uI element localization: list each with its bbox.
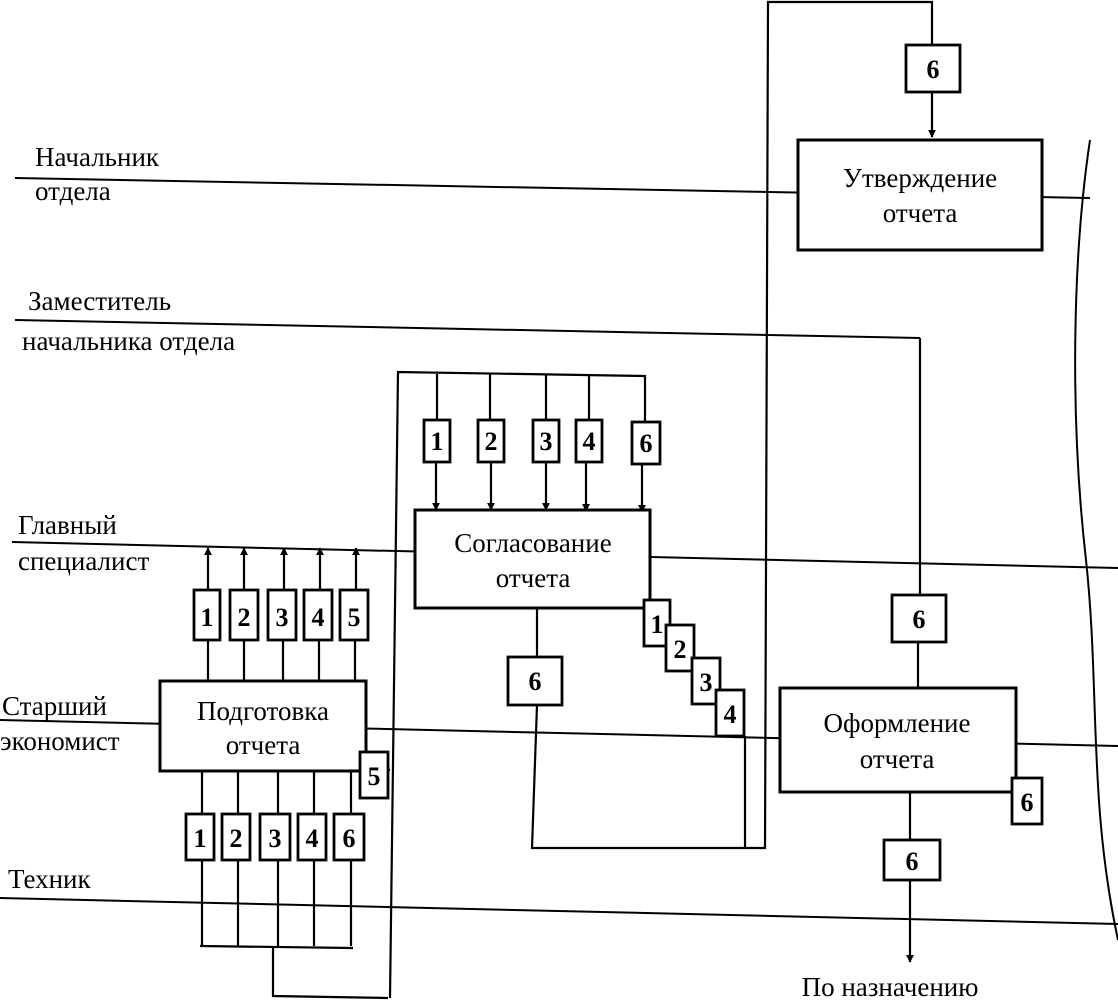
- process-format-line2: отчета: [860, 744, 935, 774]
- process-prepare: Подготовка отчета: [158, 679, 368, 773]
- doc-coord-side-2: 2: [664, 623, 696, 673]
- doc-coord-in-3: 3: [531, 418, 561, 464]
- doc-coord-in-4-label: 4: [583, 427, 596, 456]
- destination-label: По назначению: [802, 972, 979, 1002]
- doc-prep-in-4: 4: [296, 812, 328, 862]
- lane-label-economist-line1: Старший: [2, 691, 107, 721]
- doc-coord-side-1: 1: [642, 598, 672, 648]
- process-prepare-line2: отчета: [226, 730, 301, 760]
- doc-coord-side-4: 4: [714, 688, 746, 738]
- doc-prep-in-2: 2: [220, 812, 252, 862]
- doc-coord-in-6: 6: [630, 420, 662, 466]
- doc-top-in-label: 6: [927, 55, 940, 84]
- process-coordinate-line2: отчета: [496, 563, 571, 593]
- doc-prep-in-4-label: 4: [306, 824, 319, 853]
- process-coordinate: Согласование отчета: [413, 508, 652, 610]
- lane-label-specialist-line1: Главный: [18, 510, 117, 540]
- doc-prep-out-1: 1: [192, 588, 222, 642]
- doc-coord-in-2-label: 2: [485, 427, 498, 456]
- process-format-line1: Оформление: [823, 708, 970, 738]
- doc-prep-out-4: 4: [302, 588, 334, 642]
- lane-label-specialist-line2: специалист: [18, 546, 149, 576]
- process-prepare-line1: Подготовка: [197, 696, 329, 726]
- doc-format-out: 6: [882, 838, 942, 882]
- doc-coord-in-3-label: 3: [540, 427, 553, 456]
- lane-label-deputy-line2: начальника отдела: [22, 326, 235, 356]
- doc-coord-in-1-label: 1: [431, 427, 444, 456]
- doc-prep-in-1: 1: [184, 812, 216, 862]
- doc-prep-in-3: 3: [258, 812, 292, 862]
- doc-prep-side-label: 5: [368, 762, 381, 791]
- process-coordinate-line1: Согласование: [454, 528, 611, 558]
- doc-prep-out-4-label: 4: [312, 603, 325, 632]
- doc-prep-out-5: 5: [338, 588, 370, 642]
- doc-format-side: 6: [1010, 776, 1044, 826]
- right-boundary: [1074, 139, 1118, 941]
- doc-prep-in-3-label: 3: [269, 824, 282, 853]
- process-approve-line2: отчета: [883, 198, 958, 228]
- process-format: Оформление отчета: [778, 686, 1018, 794]
- doc-right-in: 6: [890, 593, 948, 644]
- lane-labels: Начальник отдела Заместитель начальника …: [0, 142, 235, 894]
- process-approve: Утверждение отчета: [796, 138, 1044, 252]
- doc-coord-side-3-label: 3: [700, 668, 713, 697]
- doc-coord-side-1-label: 1: [651, 610, 664, 639]
- doc-prep-in-6: 6: [332, 812, 366, 862]
- doc-prep-in-2-label: 2: [230, 824, 243, 853]
- doc-coord-side-2-label: 2: [674, 635, 687, 664]
- process-approve-line1: Утверждение: [843, 163, 997, 193]
- doc-coord-in-6-label: 6: [640, 429, 653, 458]
- doc-coord-in-2: 2: [476, 418, 506, 464]
- doc-coord-in-4: 4: [574, 418, 604, 464]
- doc-prep-out-5-label: 5: [348, 603, 361, 632]
- lane-label-economist-line2: экономист: [0, 726, 120, 756]
- lane-label-head-line1: Начальник: [35, 142, 160, 172]
- lane-label-deputy-line1: Заместитель: [28, 286, 171, 316]
- doc-format-out-label: 6: [906, 847, 919, 876]
- doc-coord-side-4-label: 4: [724, 700, 737, 729]
- flow-lines: [199, 0, 936, 1000]
- lane-label-head-line2: отдела: [35, 176, 111, 206]
- doc-coord-in-1: 1: [422, 418, 452, 464]
- doc-prep-out-3: 3: [266, 588, 298, 642]
- doc-coord-down: 6: [506, 655, 564, 707]
- doc-prep-out-2-label: 2: [238, 603, 251, 632]
- doc-prep-out-1-label: 1: [201, 603, 214, 632]
- lane-label-technician: Техник: [8, 864, 91, 894]
- doc-coord-down-label: 6: [529, 667, 542, 696]
- doc-format-side-label: 6: [1021, 788, 1034, 817]
- doc-prep-in-6-label: 6: [343, 824, 356, 853]
- doc-right-in-label: 6: [913, 605, 926, 634]
- doc-prep-out-2: 2: [228, 588, 260, 642]
- doc-prep-side: 5: [358, 750, 390, 800]
- doc-prep-in-1-label: 1: [194, 824, 207, 853]
- doc-top-in: 6: [904, 43, 962, 94]
- doc-prep-out-3-label: 3: [276, 603, 289, 632]
